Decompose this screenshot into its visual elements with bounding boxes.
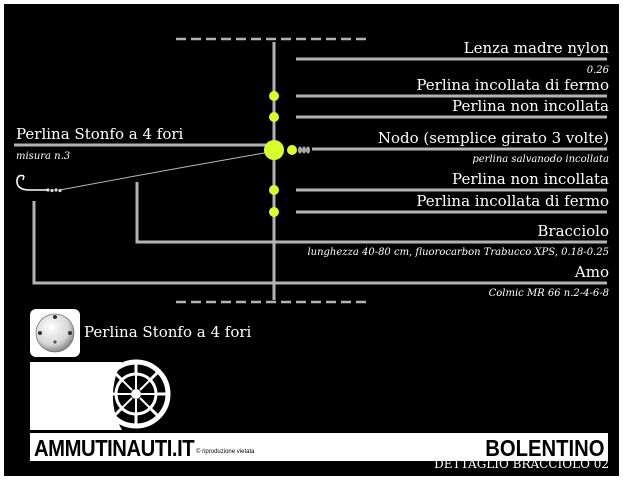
bead-non-top — [269, 112, 279, 122]
snood-knot — [46, 188, 62, 193]
pointer-bracciolo — [135, 182, 607, 244]
pointer-amo — [32, 201, 607, 285]
label-stonfo: Perlina Stonfo a 4 fori — [16, 125, 184, 143]
label-bracciolo: Bracciolo — [537, 222, 609, 240]
label-perlina-fermo-bottom: Perlina incollata di fermo — [416, 192, 609, 210]
bead-fermo-bottom — [269, 207, 279, 217]
knot-coil — [298, 146, 310, 154]
label-nodo: Nodo (semplice girato 3 volte) — [377, 129, 609, 147]
hook-barb — [22, 175, 25, 181]
label-lenza-madre-sub: 0.26 — [586, 65, 609, 76]
label-stonfo-sub: misura n.3 — [16, 151, 71, 162]
bead-fermo-top — [269, 91, 279, 101]
bead-non-bottom — [269, 185, 279, 195]
stonfo-bead-icon — [30, 309, 80, 357]
brand-title: BOLENTINO — [484, 435, 604, 461]
brand-subtitle: DETTAGLIO BRACCIOLO 02 — [434, 457, 609, 471]
bead-stonfo — [264, 140, 284, 160]
brand-copyright-note: © riproduzione vietata — [196, 449, 255, 455]
logo-icon — [30, 359, 171, 430]
label-perlina-non-top: Perlina non incollata — [452, 97, 609, 115]
legend-stonfo-label: Perlina Stonfo a 4 fori — [84, 323, 252, 341]
label-lenza-madre: Lenza madre nylon — [463, 39, 609, 57]
label-nodo-sub: perlina salvanodo incollata — [472, 154, 609, 165]
rig-diagram — [14, 37, 607, 430]
brand-name: AMMUTINAUTI.IT — [34, 435, 195, 461]
snood-line — [59, 151, 271, 191]
bead-salvanodo — [287, 145, 297, 155]
label-bracciolo-sub: lunghezza 40-80 cm, fluorocarbon Trabucc… — [307, 247, 609, 258]
label-perlina-fermo-top: Perlina incollata di fermo — [416, 76, 609, 94]
hook-icon — [16, 174, 48, 191]
diagram-canvas: Lenza madre nylon 0.26 Perlina incollata… — [4, 4, 619, 476]
label-amo-sub: Colmic MR 66 n.2-4-6-8 — [488, 288, 609, 299]
label-amo: Amo — [574, 263, 609, 281]
brand-bar: AMMUTINAUTI.IT © riproduzione vietata BO… — [30, 430, 608, 461]
label-perlina-non-bottom: Perlina non incollata — [452, 170, 609, 188]
